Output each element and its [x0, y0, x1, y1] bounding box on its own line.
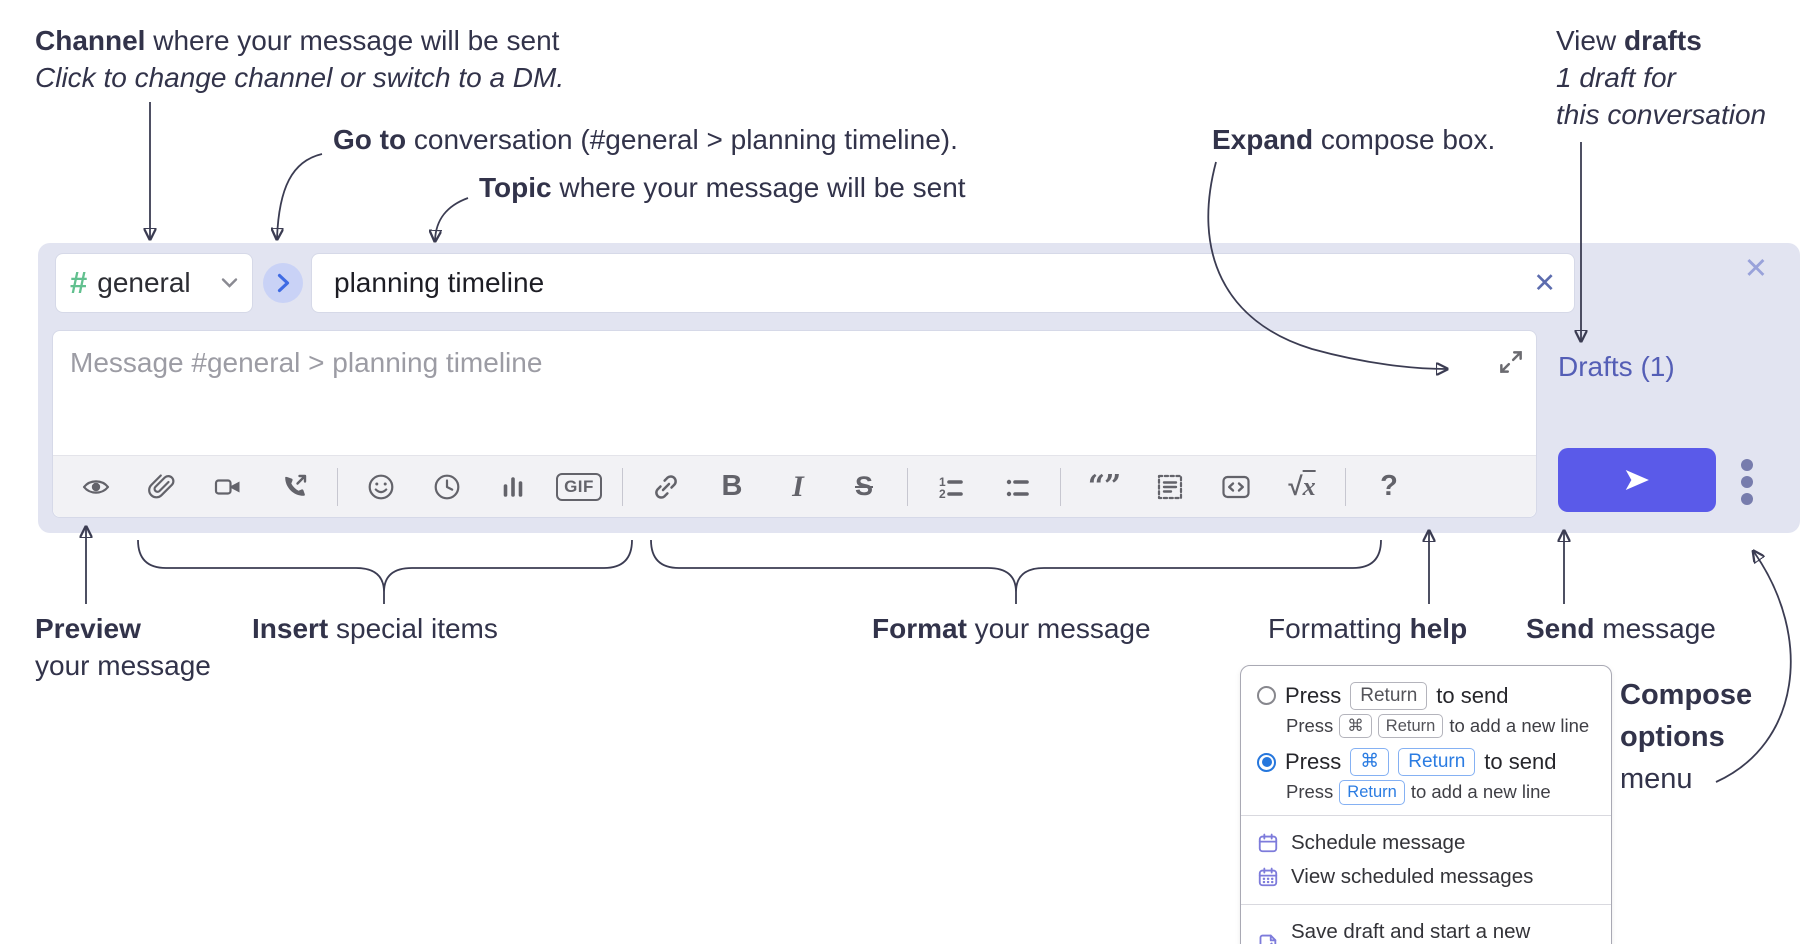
send-plane-icon: [1625, 470, 1649, 490]
send-annotation: Send message: [1526, 613, 1716, 644]
chevron-right-icon: [277, 273, 289, 293]
gif-icon[interactable]: GIF: [546, 464, 612, 510]
key-return: Return: [1377, 713, 1444, 739]
preview-annotation: Preview your message: [35, 613, 211, 681]
send-shortcut-option-2-sub: Press Return to add a new line: [1286, 780, 1595, 805]
topic-field: ✕: [311, 253, 1575, 313]
key-return: Return: [1398, 748, 1476, 777]
math-icon[interactable]: √x: [1288, 471, 1316, 501]
compose-options-menu-button[interactable]: [1732, 459, 1762, 505]
menu-divider: [1241, 903, 1611, 905]
bulleted-list-icon[interactable]: [984, 464, 1050, 510]
key-return: Return: [1339, 780, 1405, 805]
toolbar-divider: [907, 467, 908, 506]
goto-connector-curve: [277, 153, 323, 238]
ellipsis-dot: [1741, 459, 1753, 471]
insert-brace: [137, 539, 633, 604]
toolbar-divider: [1345, 467, 1346, 506]
go-to-conversation-button[interactable]: [263, 263, 303, 303]
video-call-icon[interactable]: [195, 464, 261, 510]
topic-connector-curve: [435, 197, 469, 240]
voice-call-icon[interactable]: [261, 464, 327, 510]
formatting-help-annotation: Formatting help: [1268, 613, 1468, 644]
italic-icon[interactable]: I: [792, 469, 804, 503]
link-icon[interactable]: [633, 464, 699, 510]
channel-annotation: Channel where your message will be sent …: [35, 25, 565, 93]
radio-selected[interactable]: [1257, 752, 1276, 772]
svg-text:1: 1: [939, 475, 946, 489]
preview-eye-icon[interactable]: [63, 464, 129, 510]
spoiler-icon[interactable]: [1137, 464, 1203, 510]
channel-hash-icon: #: [70, 265, 88, 300]
send-shortcut-option-1-sub: Press ⌘ Return to add a new line: [1286, 713, 1595, 739]
send-shortcut-option-2[interactable]: Press ⌘ Return to send: [1257, 748, 1595, 777]
toolbar-divider: [1060, 467, 1061, 506]
save-draft-icon: [1259, 934, 1277, 944]
send-shortcut-option-1[interactable]: Press Return to send: [1257, 682, 1595, 710]
ellipsis-dot: [1741, 476, 1753, 488]
key-cmd: ⌘: [1339, 713, 1372, 739]
calendar-icon: [1258, 833, 1278, 852]
goto-annotation: Go to conversation (#general > planning …: [333, 124, 958, 155]
channel-selector[interactable]: # general: [55, 253, 253, 313]
insert-annotation: Insert special items: [252, 613, 498, 644]
key-return: Return: [1350, 682, 1428, 710]
view-drafts-annotation: View drafts 1 draft for this conversatio…: [1556, 25, 1767, 130]
send-button[interactable]: [1558, 448, 1716, 512]
toolbar-divider: [337, 467, 338, 506]
poll-chart-icon[interactable]: [480, 464, 546, 510]
calendar-grid-icon: [1258, 867, 1278, 886]
topic-input[interactable]: [334, 267, 1534, 299]
svg-text:2: 2: [939, 487, 946, 501]
channel-name: general: [97, 267, 191, 298]
clear-topic-icon[interactable]: ✕: [1533, 267, 1556, 298]
save-draft-item[interactable]: Save draft and start a new message: [1257, 915, 1595, 944]
attach-paperclip-icon[interactable]: [129, 464, 195, 510]
chevron-down-icon: [221, 278, 238, 288]
compose-options-menu: Press Return to send Press ⌘ Return to a…: [1240, 665, 1612, 944]
formatting-help-icon[interactable]: ?: [1380, 470, 1398, 502]
format-annotation: Format your message: [872, 613, 1151, 644]
key-cmd: ⌘: [1350, 748, 1390, 777]
expand-annotation: Expand compose box.: [1212, 124, 1496, 155]
format-brace: [650, 539, 1382, 604]
message-input[interactable]: Message #general > planning timeline: [70, 347, 543, 378]
toolbar-divider: [622, 467, 623, 506]
compose-box: # general ✕ ✕ Message #general > plannin…: [38, 243, 1800, 533]
topic-annotation: Topic where your message will be sent: [479, 172, 966, 203]
close-compose-icon[interactable]: ✕: [1743, 253, 1768, 285]
expand-compose-icon[interactable]: [1496, 347, 1526, 377]
drafts-link[interactable]: Drafts (1): [1558, 351, 1675, 382]
radio-unselected[interactable]: [1257, 686, 1276, 706]
view-scheduled-messages-item[interactable]: View scheduled messages: [1257, 860, 1595, 894]
menu-divider: [1241, 814, 1611, 816]
ellipsis-dot: [1741, 493, 1753, 505]
quote-icon[interactable]: “”: [1087, 469, 1122, 504]
emoji-icon[interactable]: [348, 464, 414, 510]
message-area: Message #general > planning timeline: [52, 330, 1537, 518]
time-clock-icon[interactable]: [414, 464, 480, 510]
bold-icon[interactable]: B: [721, 470, 743, 502]
schedule-message-item[interactable]: Schedule message: [1257, 826, 1595, 860]
compose-options-annotation: Compose options menu: [1620, 679, 1753, 795]
code-icon[interactable]: [1203, 464, 1269, 510]
strikethrough-icon[interactable]: S: [854, 471, 873, 501]
